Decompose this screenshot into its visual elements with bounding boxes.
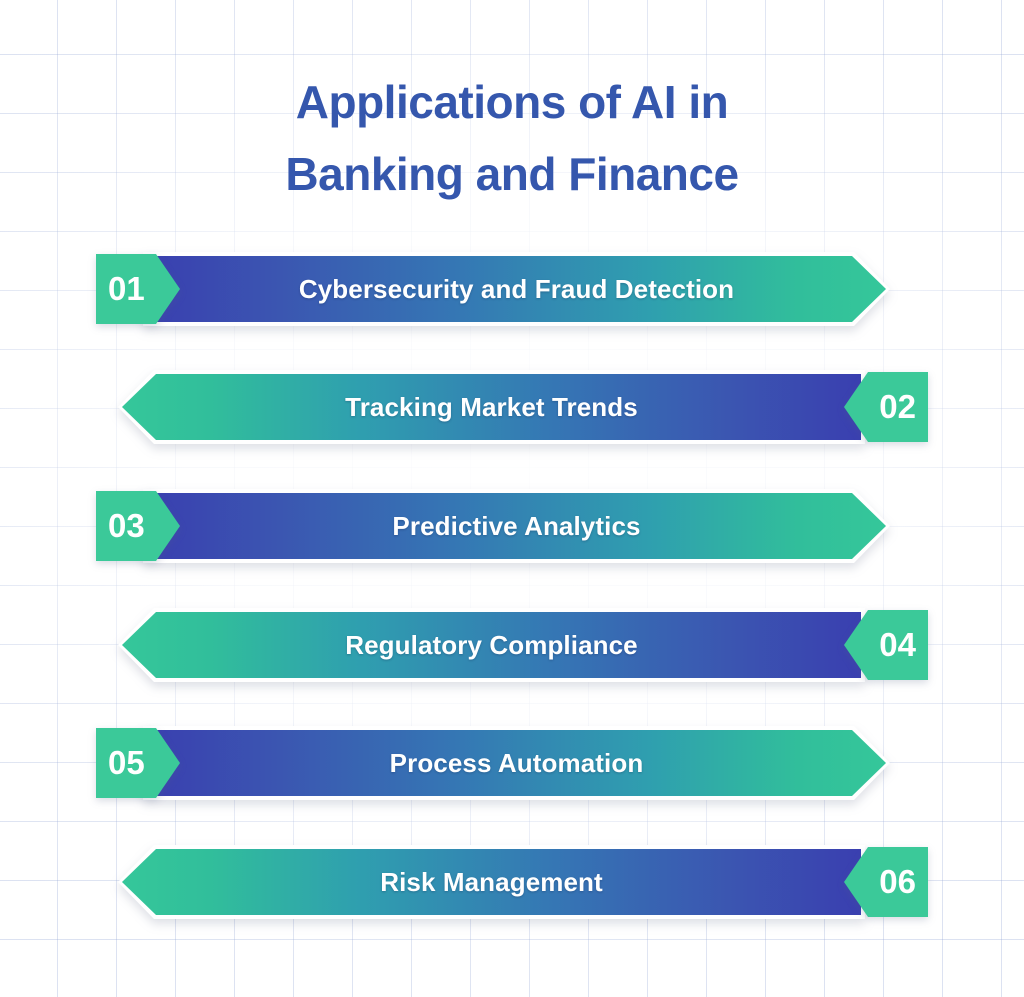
step-bar-fill xyxy=(147,493,886,559)
step-bar-fill xyxy=(122,612,861,678)
list-item[interactable]: Process Automation 05 xyxy=(0,726,1024,800)
step-bar-shape xyxy=(143,489,890,563)
step-bar-shape xyxy=(118,845,865,919)
step-bar-fill xyxy=(147,256,886,322)
step-bar-shape xyxy=(143,726,890,800)
step-bar-fill xyxy=(122,849,861,915)
step-bar-shape xyxy=(143,252,890,326)
step-number-badge: 06 xyxy=(844,847,928,917)
step-number-badge: 02 xyxy=(844,372,928,442)
step-bar-shape xyxy=(118,370,865,444)
step-number-badge: 03 xyxy=(96,491,180,561)
step-bar[interactable]: Risk Management xyxy=(118,845,865,919)
step-bar[interactable]: Process Automation xyxy=(143,726,890,800)
step-number-badge: 04 xyxy=(844,610,928,680)
step-bar-fill xyxy=(122,374,861,440)
step-number: 03 xyxy=(108,507,145,544)
step-number: 02 xyxy=(879,388,916,425)
list-item[interactable]: Regulatory Compliance 04 xyxy=(0,608,1024,682)
list-item[interactable]: Tracking Market Trends 02 xyxy=(0,370,1024,444)
list-item[interactable]: Predictive Analytics 03 xyxy=(0,489,1024,563)
step-bar[interactable]: Regulatory Compliance xyxy=(118,608,865,682)
step-number: 06 xyxy=(879,863,916,900)
list-item[interactable]: Risk Management 06 xyxy=(0,845,1024,919)
step-bar[interactable]: Predictive Analytics xyxy=(143,489,890,563)
step-bar[interactable]: Cybersecurity and Fraud Detection xyxy=(143,252,890,326)
step-number-badge: 01 xyxy=(96,254,180,324)
step-number-badge: 05 xyxy=(96,728,180,798)
list-item[interactable]: Cybersecurity and Fraud Detection 01 xyxy=(0,252,1024,326)
step-number: 05 xyxy=(108,744,145,781)
step-bar-shape xyxy=(118,608,865,682)
step-number: 04 xyxy=(879,626,916,663)
step-bar-fill xyxy=(147,730,886,796)
step-bar[interactable]: Tracking Market Trends xyxy=(118,370,865,444)
step-number: 01 xyxy=(108,270,145,307)
